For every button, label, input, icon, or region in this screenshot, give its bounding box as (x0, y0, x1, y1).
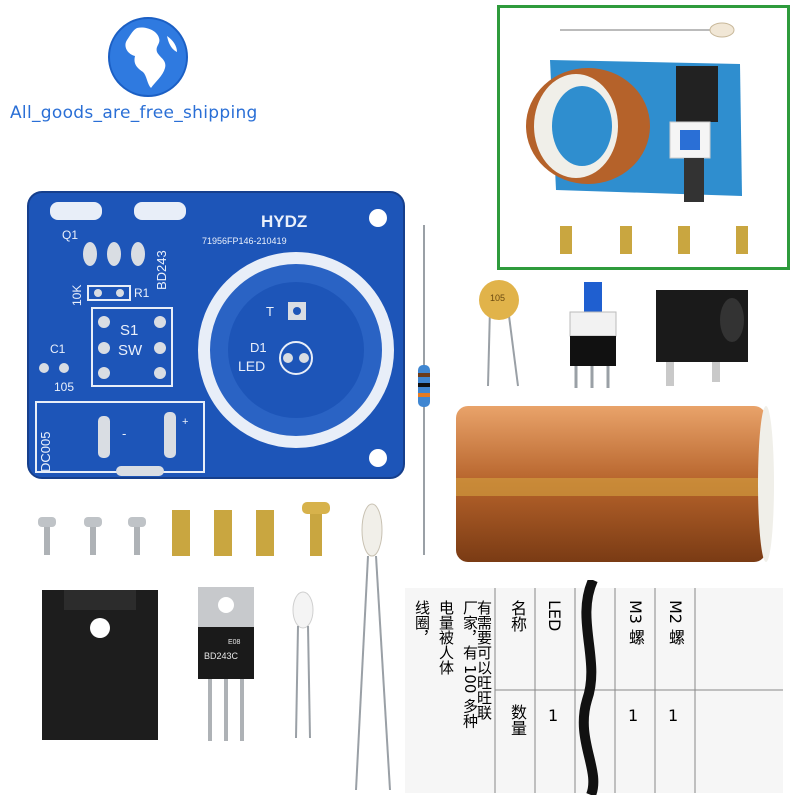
sheet-col-m3: M3 螺 (626, 600, 645, 646)
sheet-header-name: 名称 (508, 600, 527, 632)
pcb-10k-label: 10K (70, 284, 84, 306)
ceramic-capacitor-part: 105 (474, 278, 524, 388)
sheet-line-4: 线圈， (413, 600, 431, 645)
sheet-qty-m2: 1 (668, 706, 679, 725)
pcb-c1-label: C1 (50, 342, 66, 356)
push-switch-part (562, 282, 622, 392)
sheet-header-qty: 数量 (508, 704, 527, 736)
pcb-sw-label: SW (118, 342, 143, 359)
sheet-col-led: LED (545, 600, 564, 632)
capacitor-code-label: 105 (490, 293, 506, 303)
screws-set (36, 515, 156, 560)
pcb-d1-label: D1 (250, 340, 267, 355)
neon-bulb-part (350, 500, 400, 800)
brass-standoffs (170, 508, 280, 558)
sheet-line-2: 厂家，有 100 多种 (461, 600, 479, 729)
sheet-qty-led: 1 (548, 706, 559, 725)
pcb-led-label: LED (238, 358, 266, 374)
sheet-line-3: 电量被人体 (437, 600, 455, 675)
sheet-qty-m3: 1 (628, 706, 639, 725)
pcb-s1-label: S1 (120, 322, 139, 339)
pcb-brand-label: HYDZ (261, 212, 308, 231)
pcb-dc005-label: DC005 (38, 431, 53, 472)
pcb-board: HYDZ 71956FP146-210419 Q1 BD243 10K R1 S… (26, 190, 406, 480)
sheet-col-m2: M2 螺 (666, 600, 685, 646)
pcb-minus-label: - (122, 426, 127, 441)
pcb-105-label: 105 (54, 380, 75, 394)
pcb-plus-label: + (182, 416, 189, 428)
resistor-part (414, 225, 434, 555)
transistor-marking-label: BD243C (204, 651, 239, 661)
copper-coil-part (448, 400, 776, 570)
brass-screw (296, 500, 336, 560)
transistor-part: E08 BD243C (190, 585, 260, 745)
pcb-q1-label: Q1 (62, 228, 79, 242)
globe-logo-icon (107, 16, 189, 98)
pcb-t-label: T (266, 304, 274, 319)
assembled-preview-inset (497, 5, 790, 270)
instruction-sheet: 线圈， 电量被人体 厂家，有 100 多种 有需要可以旺旺联 数量 名称 LED… (405, 577, 785, 797)
transistor-logo-label: E08 (228, 639, 241, 646)
led-part (288, 590, 318, 740)
store-watermark-text: All_goods_are_free_shipping (10, 103, 258, 123)
pcb-serial-label: 71956FP146-210419 (202, 236, 287, 246)
pcb-r1-label: R1 (134, 286, 150, 300)
sheet-line-1: 有需要可以旺旺联 (475, 600, 493, 720)
pcb-bd243-label: BD243 (154, 250, 169, 290)
dc-jack-part (652, 280, 752, 390)
heatsink-part (40, 588, 160, 743)
